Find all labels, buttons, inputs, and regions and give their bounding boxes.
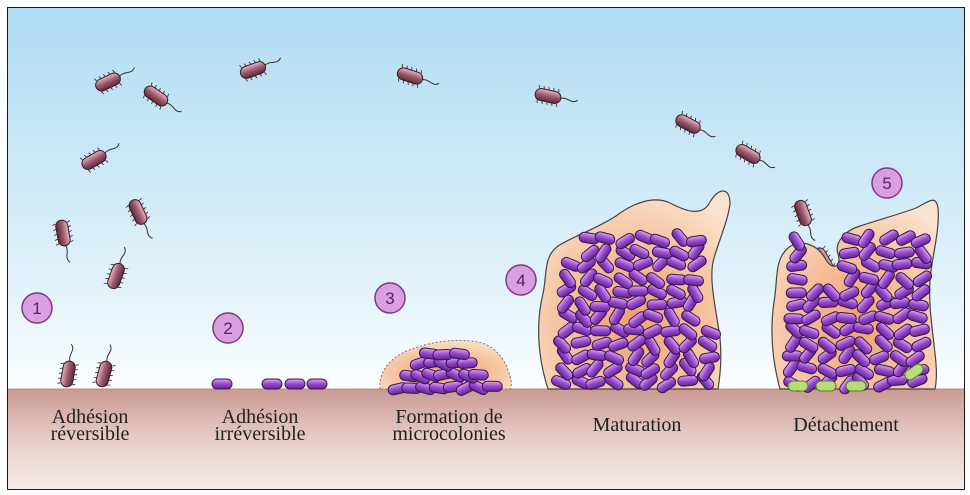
stage-label-3-line-2: microcolonies [359, 426, 539, 443]
stage-2-number: 2 [223, 319, 232, 338]
biofilm-cell [677, 375, 698, 387]
stage-4-number: 4 [516, 271, 525, 290]
biofilm-cell [846, 381, 866, 391]
stage-5-badge: 5 [872, 168, 902, 198]
stage-3-number: 3 [385, 289, 394, 308]
stage-label-2: Adhésion irréversible [170, 409, 350, 443]
stage-5-number: 5 [882, 174, 891, 193]
stage-label-1: Adhésion réversible [7, 409, 180, 443]
attached-cell [307, 379, 327, 389]
stage-label-4-line-1: Maturation [547, 417, 727, 434]
stage-4-badge: 4 [506, 265, 536, 295]
stage-label-2-line-2: irréversible [170, 426, 350, 443]
biofilm-cell [892, 258, 913, 270]
biofilm-cell [647, 299, 667, 310]
stage-2-badge: 2 [213, 313, 243, 343]
stage-label-5-line-1: Détachement [756, 417, 936, 434]
biofilm-cell [784, 313, 804, 324]
biofilm-cell [816, 381, 836, 391]
biofilm-cell [590, 301, 610, 311]
biofilm-cell [788, 381, 808, 391]
biofilm-cell [482, 381, 502, 391]
attached-cell [212, 379, 232, 389]
biofilm-cell [468, 369, 489, 380]
stage-label-5: Détachement [756, 417, 936, 434]
attached-cell [262, 379, 282, 389]
stage-1-badge: 1 [22, 293, 52, 323]
stage-label-1-line-2: réversible [7, 426, 180, 443]
attached-cell [285, 379, 305, 389]
stage-1-number: 1 [32, 299, 41, 318]
diagram-frame: 1 2 3 4 5 Adhésion réversible Adhésion irrév… [7, 7, 965, 490]
biofilm-cell [590, 326, 610, 336]
biofilm-cell [786, 288, 806, 298]
stage-label-4: Maturation [547, 417, 727, 434]
stage-3-badge: 3 [375, 283, 405, 313]
stage-label-3: Formation de microcolonies [359, 409, 539, 443]
biofilm-cell [836, 312, 857, 324]
